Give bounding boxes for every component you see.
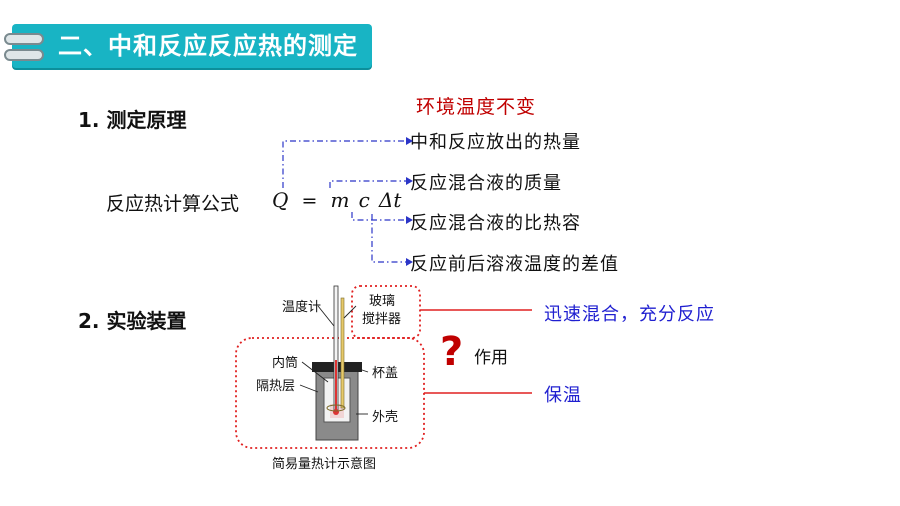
binder-ring-icon (4, 33, 44, 45)
section-header-bar (12, 24, 372, 68)
arrow-head-icon (406, 258, 413, 266)
connector-q (282, 140, 406, 188)
label-lid: 杯盖 (372, 366, 399, 381)
diagram-caption: 简易量热计示意图 (272, 457, 377, 472)
label-stirrer-2: 搅拌器 (362, 312, 402, 327)
binder-ring-icon (4, 49, 44, 61)
environment-note: 环境温度不变 (416, 96, 537, 118)
apparatus-heading: 2. 实验装置 (78, 309, 187, 333)
stirrer-callout-box (351, 285, 421, 339)
section-title: 二、中和反应反应热的测定 (58, 32, 358, 60)
connector-m (329, 180, 406, 188)
principle-heading: 1. 测定原理 (78, 108, 187, 132)
label-thermometer: 温度计 (282, 300, 322, 315)
formula-m: m (330, 188, 350, 212)
connector-c (351, 212, 406, 221)
arrow-head-icon (406, 216, 413, 224)
glass-stirrer (340, 297, 345, 409)
label-shell: 外壳 (372, 410, 399, 425)
arrow-head-icon (406, 177, 413, 185)
function-label: 作用 (474, 348, 508, 368)
box-purpose: 保温 (544, 385, 582, 406)
formula: Q = m c Δt (272, 188, 401, 212)
calorimeter-callout-box (235, 337, 425, 449)
question-mark-icon: ? (440, 329, 464, 375)
item-mixture-mass: 反应混合液的质量 (410, 173, 562, 194)
formula-c: c (358, 188, 370, 212)
stirrer-purpose: 迅速混合，充分反应 (544, 304, 715, 325)
formula-equals: = (301, 190, 318, 212)
label-stirrer-1: 玻璃 (369, 294, 396, 309)
formula-q: Q (272, 188, 289, 212)
connector-dt (371, 214, 406, 263)
item-temperature-difference: 反应前后溶液温度的差值 (410, 254, 619, 275)
label-insulation: 隔热层 (256, 379, 296, 394)
item-specific-heat: 反应混合液的比热容 (410, 213, 581, 234)
item-heat-released: 中和反应放出的热量 (410, 132, 581, 153)
formula-delta-t: Δt (378, 188, 402, 212)
thermometer-mercury (335, 360, 337, 410)
label-inner-cup: 内筒 (272, 356, 299, 371)
arrow-head-icon (406, 137, 413, 145)
formula-label: 反应热计算公式 (106, 193, 240, 215)
